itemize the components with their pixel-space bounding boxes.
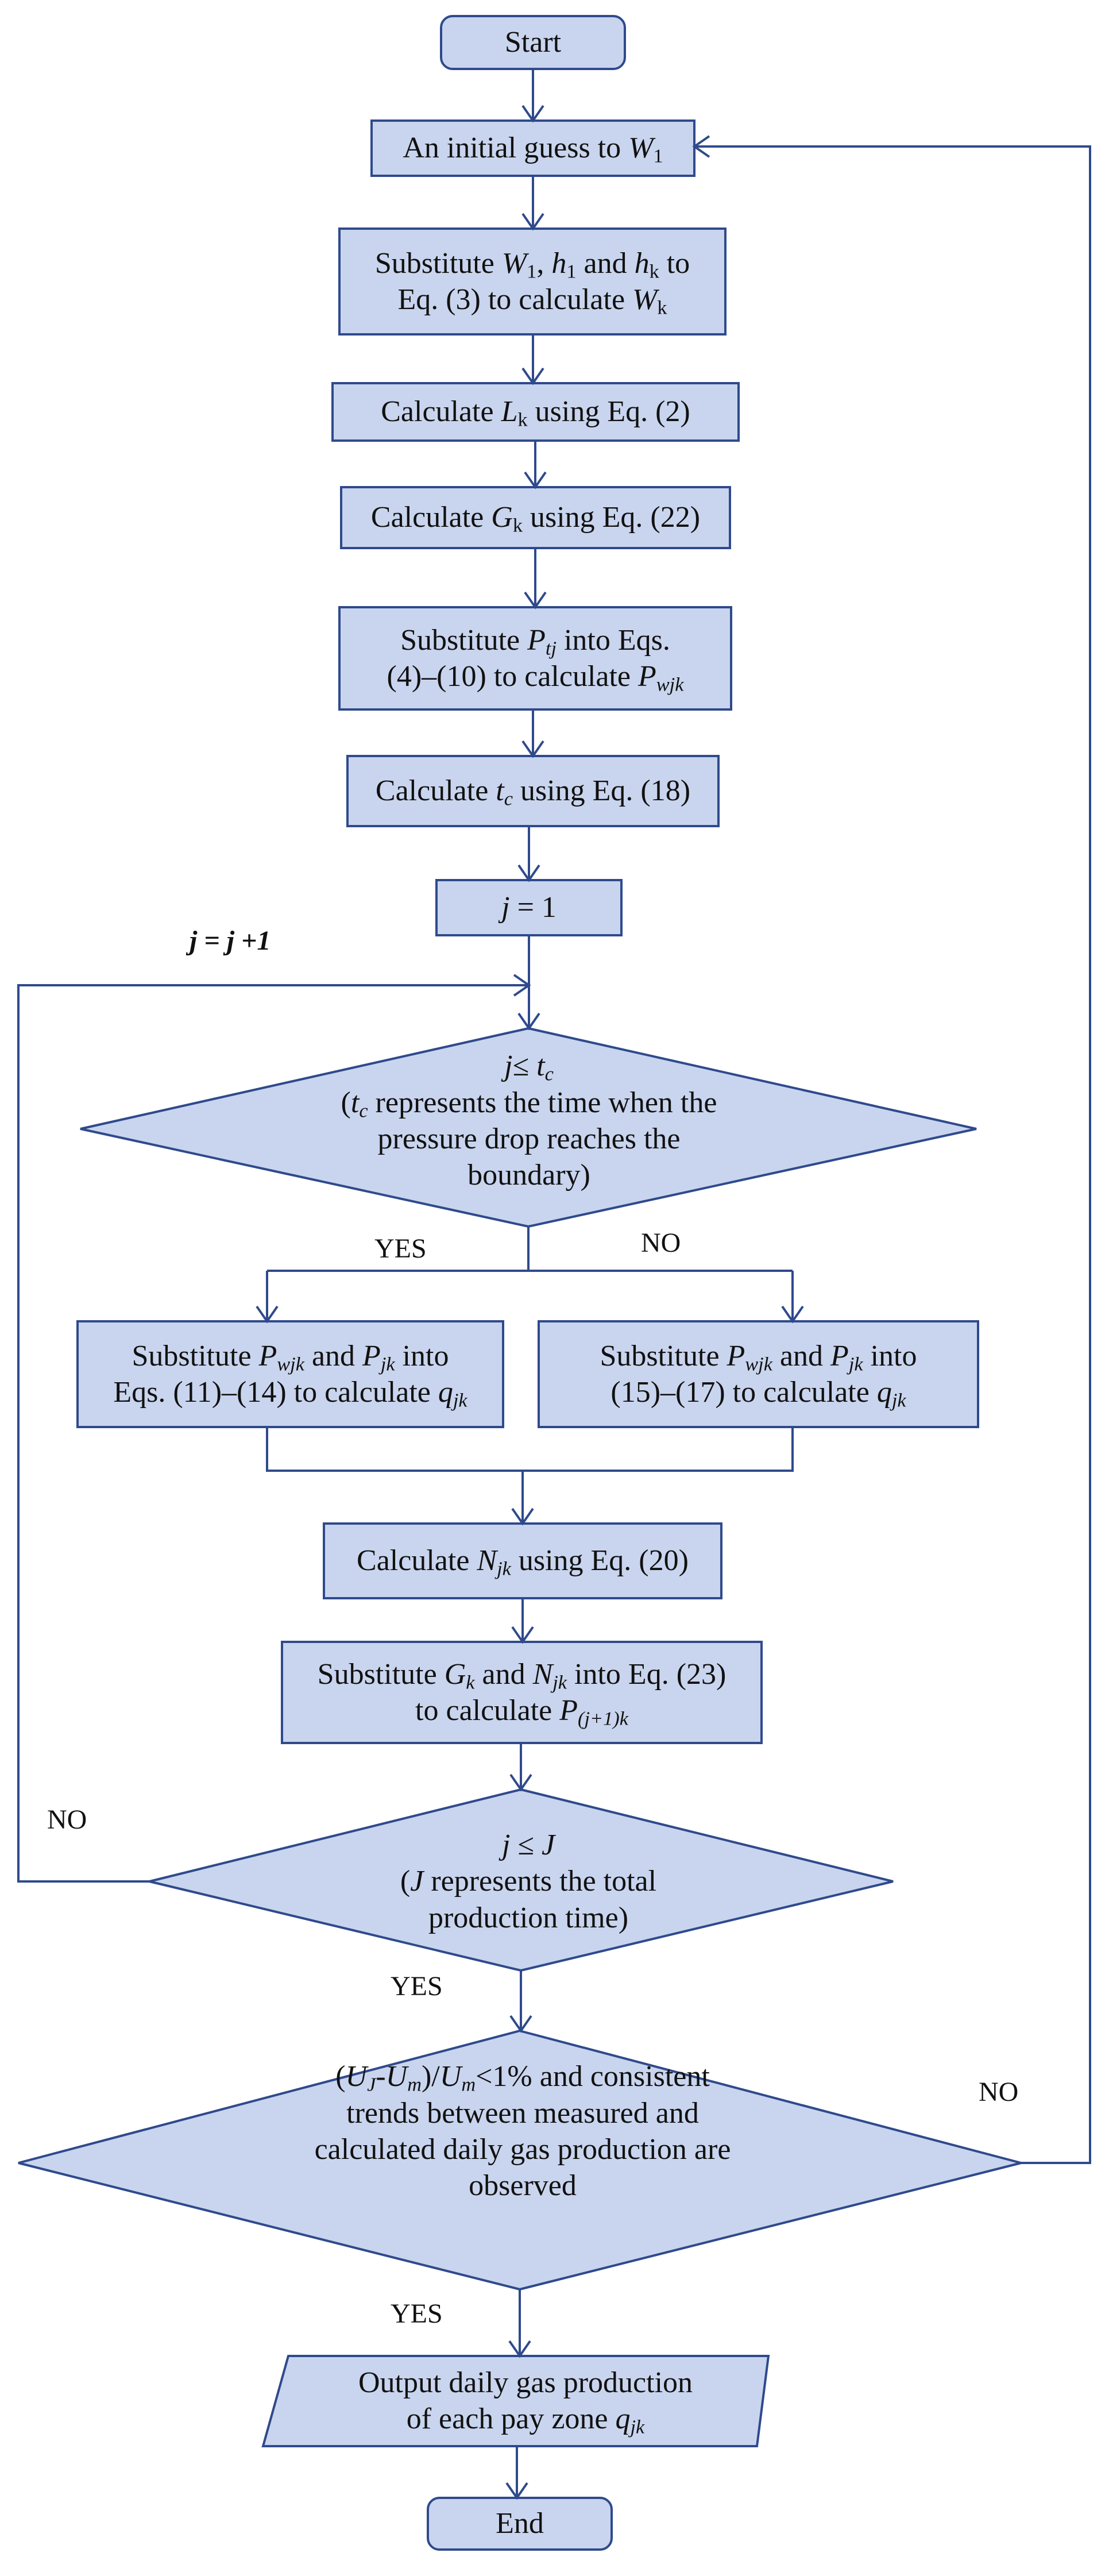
decision-u-line2: trends between measured and bbox=[346, 2096, 699, 2130]
loop-j-increment-label: j = j +1 bbox=[190, 925, 271, 956]
init-j-node bbox=[435, 879, 623, 936]
calc-tc-node bbox=[346, 755, 720, 827]
init-j-text: j = 1 bbox=[501, 891, 557, 924]
substitute-gn-line1: Substitute Gk and Njk into Eq. (23) bbox=[317, 1657, 727, 1694]
edge-calc-l-to-calc-g-arrow bbox=[524, 471, 547, 489]
substitute-p-line2: (4)–(10) to calculate Pwjk bbox=[387, 660, 684, 696]
edge-merge-bracket bbox=[266, 1427, 794, 1472]
tc-yes-label: YES bbox=[374, 1233, 427, 1264]
calc-n-text: Calculate Njk using Eq. (20) bbox=[357, 1544, 689, 1580]
edge-calc-n-to-substitute-gn-arrow bbox=[511, 1626, 534, 1644]
edge-calc-g-to-substitute-p-arrow bbox=[524, 591, 547, 610]
edge-u-no-loop-arrow bbox=[692, 135, 710, 158]
output-node bbox=[261, 2355, 770, 2447]
substitute-w-line1: Substitute W1, h1 and hk to bbox=[374, 246, 690, 283]
decision-j-line1: j ≤ J bbox=[501, 1828, 555, 1861]
j-no-label: NO bbox=[47, 1804, 87, 1835]
decision-j-line3: production time) bbox=[428, 1901, 629, 1934]
calc-q-no-line1: Substitute Pwjk and Pjk into bbox=[600, 1339, 917, 1375]
edge-guess-to-substitute-w-arrow bbox=[521, 213, 544, 231]
initial-guess-text: An initial guess to W1 bbox=[403, 132, 663, 167]
init-j-label: j = 1 bbox=[436, 880, 621, 935]
start-text: Start bbox=[504, 26, 562, 59]
edge-substitute-p-to-calc-tc-arrow bbox=[521, 740, 544, 758]
edge-decision-u-to-output-arrow bbox=[508, 2340, 531, 2358]
substitute-p-line1: Substitute Ptj into Eqs. bbox=[400, 623, 670, 660]
substitute-w-label: Substitute W1, h1 and hk to Eq. (3) to c… bbox=[339, 229, 725, 334]
end-label: End bbox=[428, 2498, 612, 2550]
calc-q-no-node bbox=[538, 1320, 979, 1428]
calc-g-text: Calculate Gk using Eq. (22) bbox=[370, 501, 701, 537]
initial-guess-label: An initial guess to W1 bbox=[372, 121, 694, 176]
substitute-gn-line2: to calculate P(j+1)k bbox=[415, 1694, 628, 1730]
decision-u-label: (UJ-Um)/Um<1% and consistent trends betw… bbox=[218, 2034, 827, 2229]
edge-init-j-to-decision-tc-arrow bbox=[517, 1012, 540, 1031]
edge-substitute-w-to-calc-l-arrow bbox=[521, 367, 544, 385]
decision-j-line2: (J represents the total bbox=[400, 1865, 657, 1898]
end-node bbox=[427, 2497, 613, 2551]
decision-j-label: j ≤ J (J represents the total production… bbox=[241, 1804, 816, 1959]
decision-u-line1: (UJ-Um)/Um<1% and consistent bbox=[335, 2060, 710, 2096]
calc-n-node bbox=[323, 1522, 722, 1599]
decision-tc-label: j≤ tc (tc represents the time when the p… bbox=[218, 1028, 840, 1213]
substitute-w-line2: Eq. (3) to calculate Wk bbox=[397, 283, 667, 319]
calc-l-text: Calculate Lk using Eq. (2) bbox=[381, 395, 690, 431]
initial-guess-node bbox=[370, 119, 695, 177]
substitute-p-node bbox=[338, 606, 732, 711]
calc-q-yes-node bbox=[76, 1320, 504, 1428]
output-line2: of each pay zone qjk bbox=[406, 2403, 645, 2438]
calc-g-label: Calculate Gk using Eq. (22) bbox=[341, 487, 730, 548]
substitute-gn-node bbox=[281, 1641, 763, 1744]
edge-j-no-loop-arrow bbox=[513, 974, 531, 997]
edge-merge-to-calc-n-arrow bbox=[511, 1507, 534, 1526]
output-line1: Output daily gas production bbox=[358, 2366, 693, 2399]
output-label: Output daily gas production of each pay … bbox=[290, 2354, 761, 2448]
calc-l-label: Calculate Lk using Eq. (2) bbox=[333, 383, 739, 441]
calc-tc-label: Calculate tc using Eq. (18) bbox=[347, 756, 718, 826]
u-yes-label: YES bbox=[391, 2299, 443, 2329]
calc-q-no-line2: (15)–(17) to calculate qjk bbox=[610, 1376, 906, 1412]
edge-output-to-end-arrow bbox=[505, 2482, 528, 2500]
start-label: Start bbox=[441, 16, 625, 69]
substitute-gn-label: Substitute Gk and Njk into Eq. (23) to c… bbox=[282, 1642, 762, 1743]
decision-tc-line4: boundary) bbox=[467, 1159, 590, 1192]
calc-tc-text: Calculate tc using Eq. (18) bbox=[375, 774, 691, 810]
decision-u-line3: calculated daily gas production are bbox=[314, 2133, 731, 2166]
edge-decision-j-to-decision-u-arrow bbox=[509, 2015, 532, 2033]
edge-start-to-guess-arrow bbox=[521, 105, 544, 123]
calc-n-label: Calculate Njk using Eq. (20) bbox=[324, 1524, 721, 1598]
calc-q-yes-line1: Substitute Pwjk and Pjk into bbox=[132, 1339, 449, 1375]
edge-u-no-loop bbox=[694, 145, 1091, 2164]
edge-tc-no-arrow bbox=[781, 1305, 804, 1324]
decision-tc-line1: j≤ tc bbox=[504, 1050, 554, 1085]
calc-q-no-label: Substitute Pwjk and Pjk into (15)–(17) t… bbox=[539, 1321, 978, 1427]
decision-u-line4: observed bbox=[469, 2169, 577, 2203]
decision-tc-line3: pressure drop reaches the bbox=[377, 1123, 681, 1155]
edge-tc-yes-arrow bbox=[256, 1305, 279, 1324]
tc-no-label: NO bbox=[641, 1228, 681, 1258]
substitute-p-label: Substitute Ptj into Eqs. (4)–(10) to cal… bbox=[339, 607, 731, 709]
edge-j-no-loop bbox=[17, 984, 529, 1883]
calc-q-yes-line2: Eqs. (11)–(14) to calculate qjk bbox=[113, 1376, 467, 1412]
decision-tc-line2: (tc represents the time when the bbox=[341, 1086, 717, 1122]
edge-substitute-gn-to-decision-j-arrow bbox=[509, 1773, 532, 1792]
edge-calc-tc-to-init-j-arrow bbox=[517, 864, 540, 882]
u-no-label: NO bbox=[979, 2077, 1019, 2107]
calc-q-yes-label: Substitute Pwjk and Pjk into Eqs. (11)–(… bbox=[78, 1321, 503, 1427]
end-text: End bbox=[496, 2507, 544, 2540]
j-yes-label: YES bbox=[391, 1971, 443, 2002]
calc-l-node bbox=[331, 382, 740, 442]
